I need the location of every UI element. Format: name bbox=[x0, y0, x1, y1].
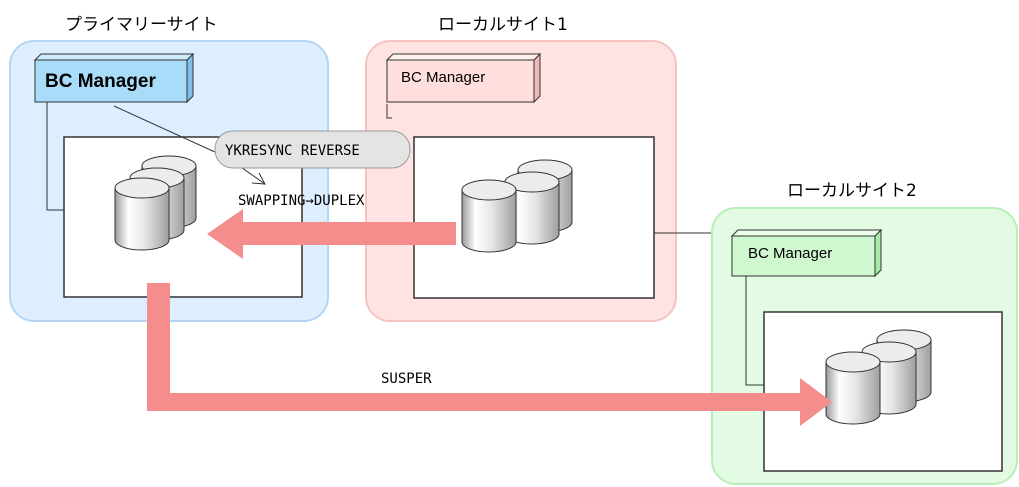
transition-primary-local2: SUSPER bbox=[381, 371, 432, 387]
transition-primary-local1: SWAPPING→DUPLEX bbox=[238, 193, 365, 209]
swap-arrow-shape bbox=[207, 209, 456, 259]
primary-site-label: プライマリーサイト bbox=[65, 15, 218, 35]
command-label: YKRESYNC REVERSE bbox=[225, 143, 360, 159]
bc-manager-local-2: BC Manager bbox=[730, 228, 883, 278]
primary-site: プライマリーサイト BC Manager bbox=[9, 15, 329, 322]
local-site-1-label: ローカルサイト1 bbox=[438, 15, 568, 35]
local-site-2: ローカルサイト2 BC Manager bbox=[711, 181, 1018, 485]
command-pointer-head bbox=[251, 172, 266, 185]
bc-manager-primary: BC Manager bbox=[33, 52, 195, 104]
swap-arrow bbox=[207, 209, 456, 259]
bc-manager-primary-label: BC Manager bbox=[45, 71, 156, 92]
local-site-2-label: ローカルサイト2 bbox=[787, 181, 917, 201]
command-bubble: YKRESYNC REVERSE bbox=[214, 130, 411, 169]
bc-manager-local-2-label: BC Manager bbox=[748, 245, 832, 262]
suspend-arrow bbox=[147, 283, 832, 426]
command-pointer bbox=[113, 105, 229, 159]
local-site-1: ローカルサイト1 BC Manager bbox=[365, 15, 677, 322]
bc-manager-local-1: BC Manager bbox=[385, 52, 542, 104]
suspend-arrow-shape bbox=[147, 283, 832, 426]
bc-manager-local-1-label: BC Manager bbox=[401, 69, 485, 86]
